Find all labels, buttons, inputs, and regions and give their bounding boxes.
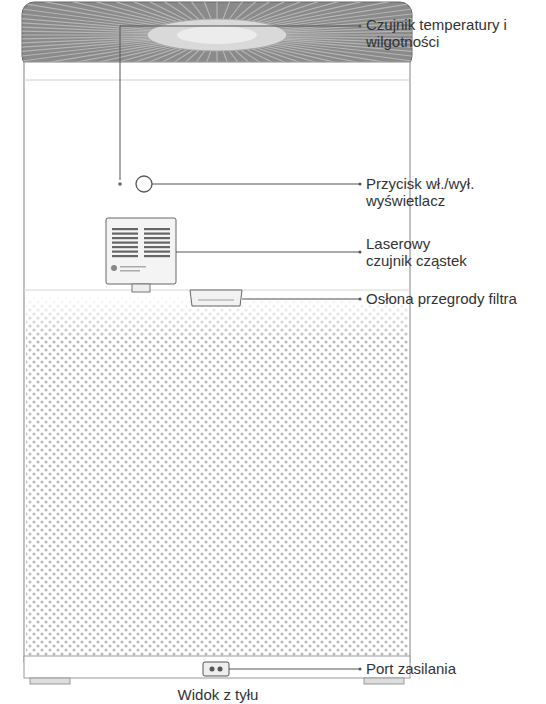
top-center-inner <box>177 26 257 44</box>
power-button <box>136 176 152 192</box>
foot <box>364 678 404 684</box>
vent-slot <box>144 233 170 235</box>
sensor-clip <box>132 284 150 292</box>
leader-line <box>120 26 360 180</box>
leader-lines <box>120 26 360 669</box>
vent-slot <box>112 237 138 239</box>
grille-slat <box>22 38 148 48</box>
power-port-pin <box>218 667 223 672</box>
vent-slot <box>144 251 170 253</box>
sensor-marking <box>120 266 146 268</box>
housing <box>24 62 410 662</box>
grille-slat <box>161 2 204 19</box>
grille-slat <box>22 39 149 54</box>
filter-cover-tab <box>190 290 242 306</box>
sensor-vents <box>112 228 170 257</box>
grille-slat <box>22 34 147 35</box>
view-caption: Widok z tyłu <box>118 686 318 703</box>
grille-slat <box>108 2 194 20</box>
vent-slot <box>112 255 138 257</box>
air-intake-perforation <box>26 296 408 656</box>
part-label: Przycisk wł./wył. wyświetlacz <box>366 175 506 209</box>
part-label: Port zasilania <box>366 660 544 677</box>
laser-sensor-panel <box>106 218 176 284</box>
power-port-pin <box>210 667 215 672</box>
part-label: Laserowy czujnik cząstek <box>366 235 480 269</box>
vent-slot <box>144 246 170 248</box>
leader-line <box>176 252 360 253</box>
leader-line <box>229 669 360 670</box>
grille-slat <box>223 2 245 19</box>
grille-slat <box>57 2 182 21</box>
grille-slat <box>22 2 168 24</box>
leader-line <box>242 299 360 300</box>
vent-slot <box>112 246 138 248</box>
vent-slot <box>144 242 170 244</box>
part-label: Czujnik temperatury i wilgotności <box>366 16 544 50</box>
sensor-hole <box>118 182 122 186</box>
vent-slot <box>112 228 138 230</box>
base <box>24 656 410 678</box>
grille-slat <box>82 2 188 20</box>
sensor-marking <box>120 270 140 272</box>
vent-slot <box>112 242 138 244</box>
grille-slat <box>189 2 211 19</box>
top-center <box>147 19 287 51</box>
grille-slat <box>216 2 217 19</box>
vent-slot <box>144 255 170 257</box>
sensor-logo <box>111 265 117 271</box>
grille-slat <box>247 2 353 20</box>
grille-slat <box>22 10 151 30</box>
vent-slot <box>112 251 138 253</box>
vent-slot <box>112 233 138 235</box>
grille-slats <box>22 2 412 68</box>
housing-edge <box>24 80 410 81</box>
power-port <box>203 662 229 676</box>
foot <box>30 678 70 684</box>
vent-slot <box>144 237 170 239</box>
grille-slat <box>252 2 377 21</box>
filter-cover-tab <box>198 300 234 301</box>
leader-line <box>152 184 360 185</box>
part-label: Osłona przegrody filtra <box>366 290 544 307</box>
leader-dots <box>359 25 362 671</box>
grille-slat <box>22 36 147 41</box>
vent-slot <box>144 228 170 230</box>
grille-slat <box>134 2 199 20</box>
